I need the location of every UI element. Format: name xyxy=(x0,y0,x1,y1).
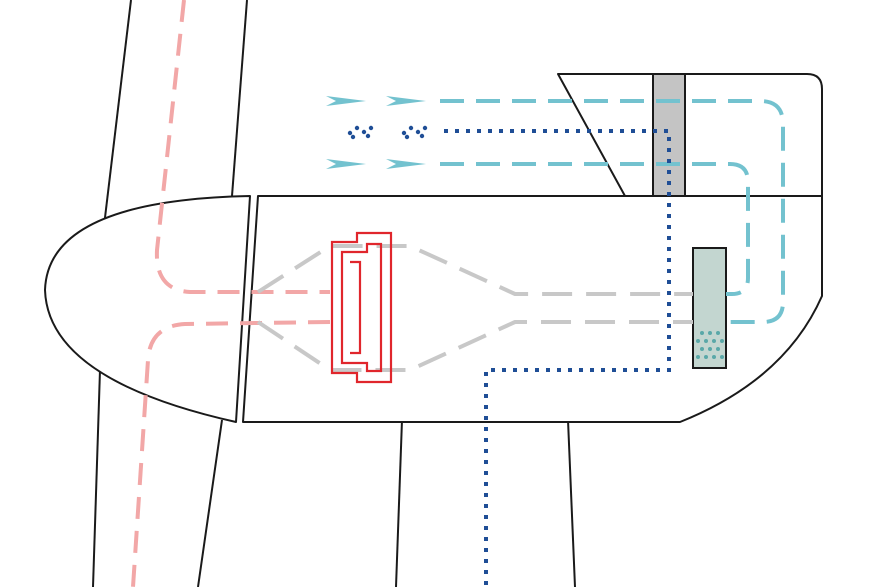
chevron-arrow-icon xyxy=(386,159,426,169)
rotor-blade-lower xyxy=(92,369,223,587)
generator-outer-frame xyxy=(330,231,393,384)
chevron-arrow-icon xyxy=(326,159,366,169)
rotor-air-flow xyxy=(131,0,331,587)
generator-air-flow xyxy=(256,244,693,372)
generator xyxy=(330,231,393,384)
blade-lower-right-edge xyxy=(197,419,223,587)
roof-air-filter xyxy=(652,73,686,197)
rotor-flow-lower-path xyxy=(131,320,331,587)
generator-flow-lower-path xyxy=(256,320,693,372)
rotor-flow-upper-path xyxy=(154,0,330,294)
generator-flow-upper-path xyxy=(256,244,693,296)
rotor-blade-upper xyxy=(103,0,248,227)
cooling-air-flow xyxy=(326,96,785,324)
chevron-arrow-icon xyxy=(326,96,366,106)
generator-inner-frame xyxy=(340,242,383,373)
droplet-cluster-icon xyxy=(347,125,428,140)
chevron-arrow-icon xyxy=(386,96,426,106)
moisture-flow-path xyxy=(444,129,671,587)
cooling-flow-upper-path xyxy=(440,99,785,324)
nacelle-body xyxy=(242,195,823,423)
blade-upper-left-edge xyxy=(103,0,132,227)
generator-rotor-core xyxy=(350,260,362,355)
moisture-flow xyxy=(347,125,671,587)
hub-spinner xyxy=(44,195,251,423)
cooling-flow-lower-path xyxy=(440,162,750,296)
blade-lower-left-edge xyxy=(92,369,101,587)
tower-right-edge xyxy=(567,419,576,587)
tower xyxy=(395,419,576,587)
droplet-cluster-icon xyxy=(696,331,724,359)
blade-upper-right-edge xyxy=(231,0,248,197)
tower-left-edge xyxy=(395,419,403,587)
